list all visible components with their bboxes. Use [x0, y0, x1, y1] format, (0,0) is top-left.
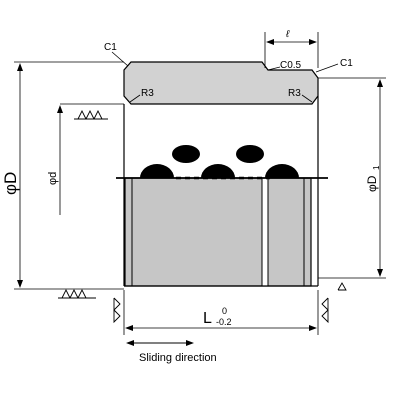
dim-d-arrow — [57, 105, 63, 113]
label-c05: C0.5 — [280, 60, 302, 71]
dim-L-arrow-right — [309, 325, 317, 331]
leader-c1-left — [111, 51, 129, 67]
dim-D-arrow-top — [17, 63, 23, 71]
label-dia-D: φD — [1, 172, 20, 195]
label-tol-upper: 0 — [222, 306, 227, 316]
label-c1-right: C1 — [340, 58, 353, 69]
label-r3-right: R3 — [288, 88, 301, 99]
leader-c05 — [267, 66, 281, 71]
label-r3-left: R3 — [141, 88, 154, 99]
dim-l-arrow-left — [266, 39, 274, 45]
plug-ellipse-2 — [236, 145, 264, 163]
face-mark-right — [321, 297, 329, 324]
plug-half-2 — [201, 164, 235, 178]
plug-ellipse-1 — [172, 145, 200, 163]
dim-D-arrow-bottom — [17, 280, 23, 288]
label-dia-d: φd — [47, 172, 59, 185]
dim-L-arrow-left — [125, 325, 133, 331]
label-dia-D1-sub: 1 — [372, 165, 381, 170]
surface-finish-symbol-right — [337, 282, 347, 291]
dim-D1-arrow-bottom — [377, 269, 383, 277]
dim-D1-arrow-top — [377, 79, 383, 87]
leader-r3-left — [129, 94, 141, 103]
leader-c1-right — [315, 63, 339, 73]
bushing-split-gap — [261, 177, 269, 287]
dim-l-arrow-right — [309, 39, 317, 45]
face-mark-left — [113, 297, 121, 324]
sliding-direction-arrow — [126, 340, 194, 346]
label-l-small: ℓ — [285, 29, 290, 40]
plug-half-1 — [140, 164, 174, 178]
label-dia-D1: φD — [365, 175, 379, 192]
surface-finish-symbol-bottom — [58, 288, 96, 299]
label-tol-lower: -0.2 — [216, 317, 232, 327]
surface-finish-symbol-top — [74, 109, 108, 120]
plug-half-3 — [265, 164, 299, 178]
label-length-L: L — [203, 310, 212, 327]
leader-r3-right — [301, 94, 313, 103]
bushing-lower-body — [124, 177, 312, 287]
label-c1-left: C1 — [104, 42, 117, 53]
label-sliding-direction: Sliding direction — [139, 352, 217, 364]
